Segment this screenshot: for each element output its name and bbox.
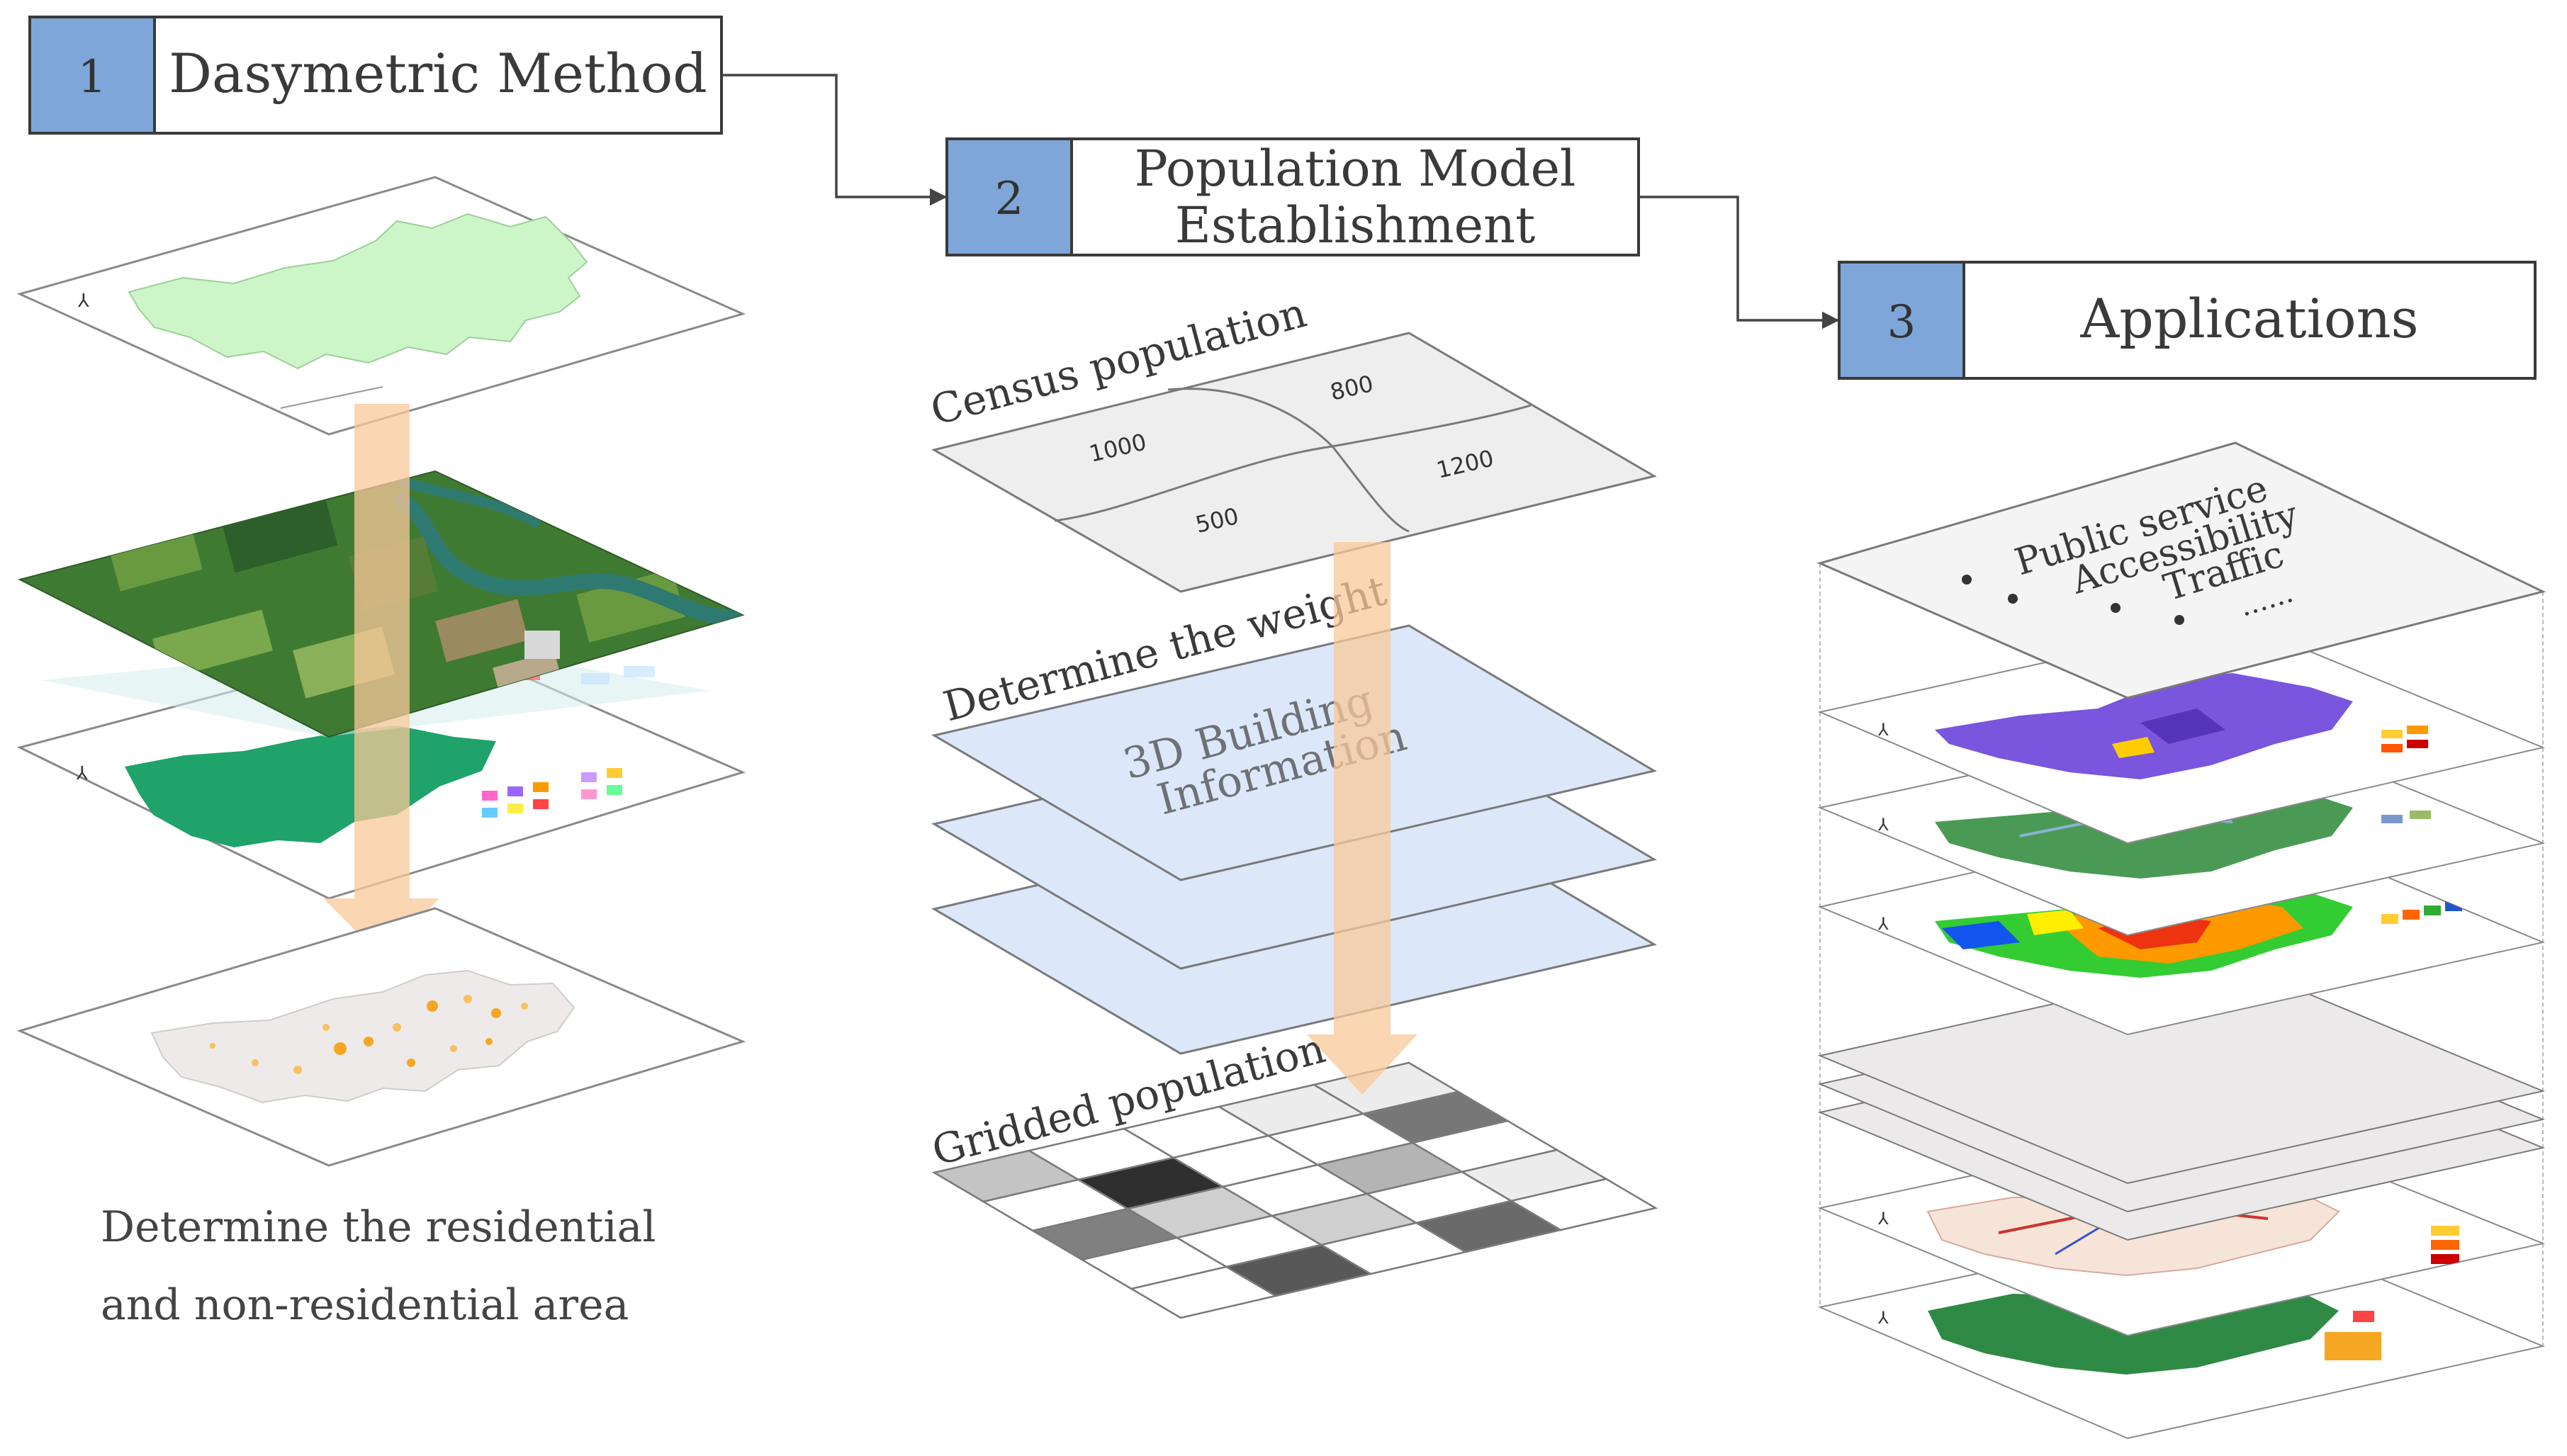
landuse-legend-icon	[482, 768, 622, 818]
north-arrow-icon: ⅄	[1877, 815, 1889, 835]
gridded-population-grid	[931, 1061, 1658, 1319]
dasymetric-caption-line-1: Determine the residential	[101, 1202, 656, 1252]
applications-list-plane	[1816, 441, 2546, 699]
step-3-header: 3 Applications	[1838, 261, 2537, 380]
flow-arrow-column-1	[323, 404, 439, 956]
census-plane	[931, 332, 1657, 593]
step-2-number: 2	[995, 173, 1024, 225]
bullet-icon	[2174, 615, 2184, 625]
applications-list-layer: Public service Accessibility Traffic ...…	[1816, 441, 2546, 699]
weight-plane-1	[931, 624, 1657, 881]
north-arrow-icon: ⅄	[1877, 1308, 1889, 1328]
census-population-layer: 1000 800 500 1200	[931, 332, 1657, 593]
census-boundary-line	[1167, 388, 1410, 533]
north-arrow-icon: ⅄	[76, 763, 88, 784]
step-2-title-line-1: Population Model	[1135, 140, 1576, 198]
app-accessibility-map-layer: ⅄	[1817, 619, 2546, 845]
population-model-stack: 1000 800 500 1200 Census population 3D B…	[926, 288, 1658, 1319]
residential-map-layer	[16, 907, 746, 1167]
dasymetric-layer-stack: ⅄ ⅄	[16, 176, 746, 1330]
step-2-number-box	[945, 137, 1073, 256]
bullet-icon	[2111, 603, 2121, 613]
step-2-title-line-2: Establishment	[1175, 196, 1536, 254]
north-arrow-icon: ⅄	[77, 290, 89, 312]
boundary-region-shape	[128, 213, 588, 370]
dasymetric-caption-line-2: and non-residential area	[101, 1280, 629, 1330]
bullet-icon	[2008, 594, 2018, 604]
step-3-title: Applications	[2079, 287, 2418, 350]
north-arrow-icon: ⅄	[1877, 914, 1889, 934]
north-arrow-icon: ⅄	[1877, 1209, 1889, 1229]
step-3-number: 3	[1887, 296, 1916, 349]
residential-region-shape	[150, 969, 575, 1104]
residential-dots-icon	[210, 995, 528, 1074]
flow-arrow-column-2	[1307, 542, 1417, 1095]
north-arrow-icon: ⅄	[1877, 720, 1889, 740]
connector-step-1-to-2	[721, 74, 948, 206]
step-1-number: 1	[78, 51, 107, 103]
applications-stack: ⅄ ⅄	[1816, 441, 2546, 1440]
census-boundary-line	[1054, 404, 1532, 522]
step-1-number-box	[28, 16, 156, 135]
scale-bar-icon	[280, 386, 383, 409]
step-2-header: 2 Population Model Establishment	[945, 137, 1640, 256]
step-1-title: Dasymetric Method	[169, 42, 707, 105]
grid-cell	[1509, 1178, 1658, 1231]
step-1-header: 1 Dasymetric Method	[28, 16, 723, 135]
connector-step-2-to-3	[1639, 196, 1840, 329]
bullet-icon	[1962, 575, 1972, 585]
boundary-map-layer: ⅄	[16, 176, 746, 436]
